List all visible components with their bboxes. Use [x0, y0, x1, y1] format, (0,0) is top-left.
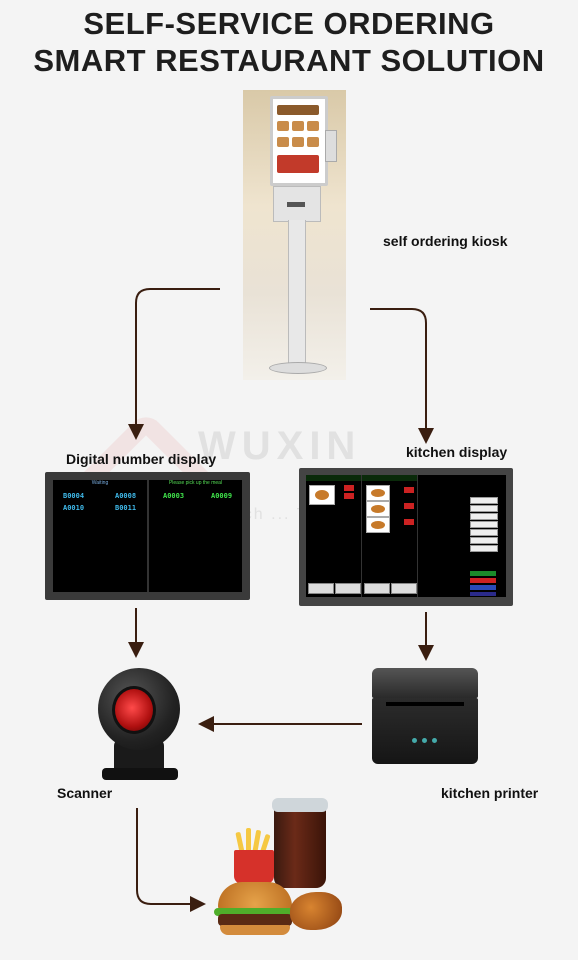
printer-led: [412, 738, 417, 743]
order-food-thumb: [366, 485, 390, 501]
ready-header: Please pick up the meal: [168, 480, 223, 486]
order-column-empty: [418, 475, 473, 597]
order-food-thumb: [309, 485, 335, 505]
kiosk-pole: [288, 220, 306, 364]
kitchen-printer: [372, 668, 478, 764]
printer-paper-slot: [386, 702, 464, 706]
kiosk-receipt-slot: [287, 202, 305, 207]
title-line-2: SMART RESTAURANT SOLUTION: [33, 43, 545, 78]
kds-side-button: [470, 497, 498, 504]
order-action-button: [308, 583, 334, 594]
order-action-button: [391, 583, 417, 594]
order-column-header: [362, 475, 417, 481]
burger-top-bun: [218, 882, 292, 910]
scanner-window: [112, 686, 156, 734]
order-remove-button: [404, 519, 414, 525]
order-remove-button: [344, 485, 354, 491]
arrow-kiosk-to-number-display: [128, 288, 220, 440]
label-kiosk: self ordering kiosk: [383, 233, 508, 249]
order-column-header: [306, 475, 361, 481]
kds-side-button: [470, 545, 498, 552]
printer-led: [422, 738, 427, 743]
kiosk-screen: [270, 96, 328, 186]
kds-status-button: [470, 578, 496, 583]
waiting-number: B0004: [63, 492, 85, 500]
title-line-1: SELF-SERVICE ORDERING: [83, 6, 495, 41]
waiting-number: B0011: [115, 504, 137, 512]
barcode-scanner: [96, 668, 182, 780]
printer-lid: [372, 668, 478, 698]
order-food-thumb: [366, 517, 390, 533]
ready-number: A0009: [211, 492, 233, 500]
fry: [246, 828, 251, 856]
kds-status-button: [470, 592, 496, 596]
waiting-number: A0008: [115, 492, 137, 500]
label-number-display: Digital number display: [66, 451, 217, 467]
kds-status-button: [470, 585, 496, 590]
watermark-brand: WUXIN: [198, 424, 362, 468]
kiosk-side-scanner: [325, 130, 337, 162]
arrow-kiosk-to-kitchen-display: [370, 308, 434, 444]
drink-cup: [272, 798, 328, 888]
order-remove-button: [404, 487, 414, 493]
fast-food-meal: [212, 790, 352, 940]
kds-status-button: [470, 571, 496, 576]
order-action-button: [364, 583, 390, 594]
arrow-scanner-to-food: [136, 808, 206, 912]
order-column: [306, 475, 362, 597]
kiosk-photo: [243, 90, 346, 380]
fries-box: [234, 850, 274, 884]
kds-side-button: [470, 505, 498, 512]
order-action-button: [335, 583, 361, 594]
ready-number: A0003: [163, 492, 185, 500]
printer-led: [432, 738, 437, 743]
scanner-base: [102, 768, 178, 780]
waiting-header: Waiting: [91, 480, 109, 486]
printer-front: [372, 698, 478, 764]
kitchen-display: [299, 468, 513, 606]
kds-side-button: [470, 521, 498, 528]
order-remove-button: [404, 503, 414, 509]
kds-side-button: [470, 537, 498, 544]
burger-patty: [218, 914, 292, 926]
kitchen-display-screen: [306, 475, 506, 597]
label-kitchen-printer: kitchen printer: [441, 785, 539, 801]
number-display-divider: [147, 480, 149, 592]
kds-side-button: [470, 513, 498, 520]
order-column: [362, 475, 418, 597]
kiosk-base: [269, 362, 327, 374]
digital-number-display: Waiting Please pick up the meal B0004 A0…: [45, 472, 250, 600]
number-display-screen: Waiting Please pick up the meal B0004 A0…: [53, 480, 242, 592]
order-food-thumb: [366, 501, 390, 517]
kds-side-button: [470, 529, 498, 536]
order-remove-button: [344, 493, 354, 499]
waiting-number: A0010: [63, 504, 85, 512]
label-kitchen-display: kitchen display: [406, 444, 508, 460]
burger-bottom-bun: [220, 925, 290, 935]
burger-lettuce: [214, 908, 296, 916]
label-scanner: Scanner: [57, 785, 113, 801]
chicken-wing: [290, 892, 342, 930]
